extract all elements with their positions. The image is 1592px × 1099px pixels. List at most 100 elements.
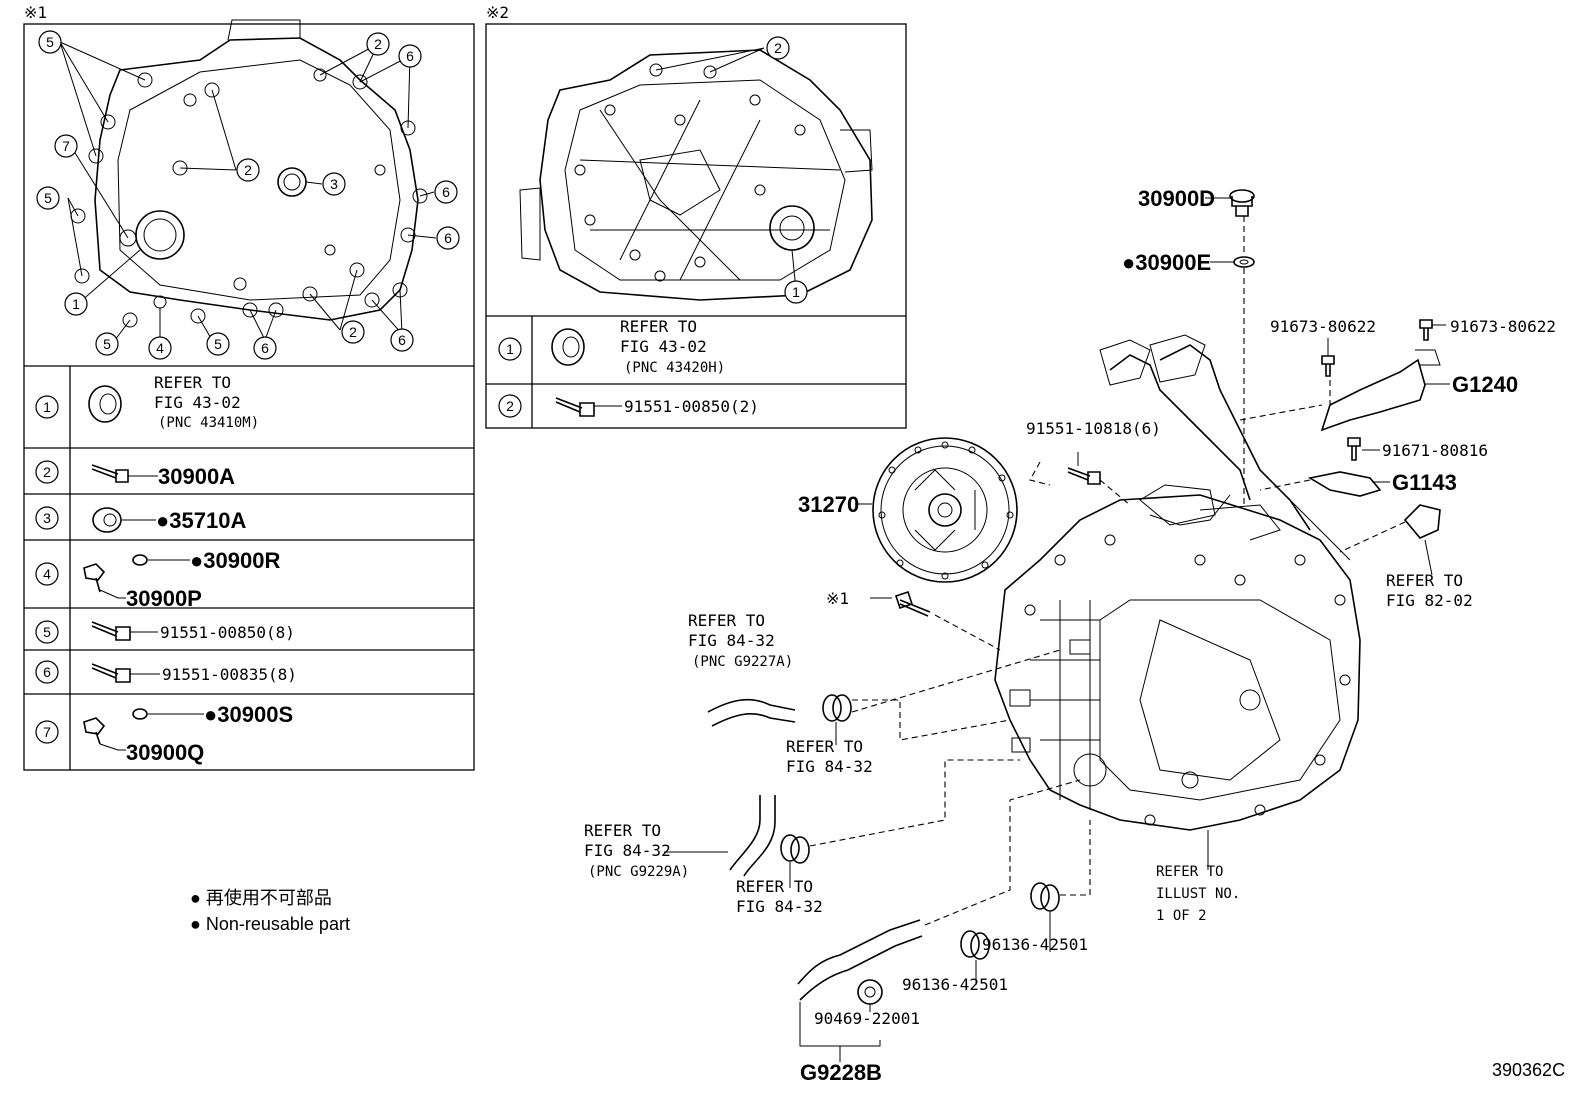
svg-text:REFER TO: REFER TO — [584, 821, 661, 840]
sensor-fig82 — [1403, 504, 1441, 576]
svg-text:FIG 43-02: FIG 43-02 — [154, 393, 241, 412]
bracket-G1143 — [1307, 471, 1390, 497]
svg-text:4: 4 — [156, 340, 164, 356]
svg-text:5: 5 — [44, 190, 52, 206]
svg-text:●30900E: ●30900E — [1122, 250, 1211, 275]
svg-text:3: 3 — [330, 176, 338, 192]
svg-text:5: 5 — [46, 34, 54, 50]
svg-text:REFER TO: REFER TO — [786, 737, 863, 756]
left-parts-table: 1 REFER TO FIG 43-02 (PNC 43410M) 2 3090… — [35, 373, 297, 765]
svg-text:FIG 43-02: FIG 43-02 — [620, 337, 707, 356]
svg-text:6: 6 — [398, 332, 406, 348]
svg-text:2: 2 — [349, 324, 357, 340]
svg-text:91671-80816: 91671-80816 — [1382, 441, 1488, 460]
clamp-96136b — [960, 930, 990, 985]
bolt-mark1 — [870, 590, 931, 617]
svg-text:REFER TO: REFER TO — [688, 611, 765, 630]
svg-text:(PNC G9227A): (PNC G9227A) — [692, 654, 793, 670]
drain-plug-30900D — [1205, 189, 1255, 217]
svg-text:96136-42501: 96136-42501 — [902, 975, 1008, 994]
clamp-upper — [822, 694, 852, 745]
svg-text:2: 2 — [774, 40, 782, 56]
right-frame — [485, 23, 907, 429]
svg-text:1: 1 — [792, 284, 800, 300]
svg-text:REFER TO: REFER TO — [1156, 864, 1223, 880]
svg-text:6: 6 — [43, 664, 51, 680]
transaxle-assembly-illustration — [994, 334, 1361, 831]
right-frame-mark: ※2 — [486, 3, 509, 22]
left-frame — [23, 23, 475, 771]
hose-lower — [797, 919, 923, 1001]
svg-text:3: 3 — [43, 510, 51, 526]
svg-text:G1240: G1240 — [1452, 372, 1518, 397]
hose-upper — [707, 698, 796, 727]
svg-text:●35710A: ●35710A — [156, 508, 246, 533]
svg-text:6: 6 — [406, 48, 414, 64]
bolt-91671 — [1347, 437, 1380, 461]
legend: ● 再使用不可部品 ● Non-reusable part — [190, 888, 350, 934]
transaxle-housing-right-illustration — [519, 47, 873, 301]
svg-text:2: 2 — [244, 162, 252, 178]
svg-text:91551-00850(8): 91551-00850(8) — [160, 623, 295, 642]
svg-text:REFER TO: REFER TO — [1386, 571, 1463, 590]
transaxle-housing-left-illustration — [59, 19, 437, 341]
svg-text:※1: ※1 — [826, 589, 849, 608]
svg-text:31270: 31270 — [798, 492, 859, 517]
svg-text:●30900S: ●30900S — [204, 702, 293, 727]
svg-text:96136-42501: 96136-42501 — [982, 935, 1088, 954]
svg-text:1 OF 2: 1 OF 2 — [1156, 908, 1207, 924]
clamp-96136a — [1030, 882, 1060, 952]
svg-text:30900Q: 30900Q — [126, 740, 204, 765]
main-part-labels: 30900D ●30900E 91673-80622 91673-80622 G… — [584, 186, 1556, 1085]
svg-text:91551-00850(2): 91551-00850(2) — [624, 397, 759, 416]
svg-text:5: 5 — [43, 624, 51, 640]
svg-text:1: 1 — [72, 296, 80, 312]
svg-text:FIG 84-32: FIG 84-32 — [688, 631, 775, 650]
svg-text:7: 7 — [43, 724, 51, 740]
clutch-disc-31270 — [855, 437, 1018, 583]
bolt-91673a — [1321, 338, 1335, 377]
left-frame-mark: ※1 — [24, 3, 47, 22]
svg-text:FIG 84-32: FIG 84-32 — [736, 897, 823, 916]
hose-middle — [729, 795, 776, 877]
svg-text:(PNC 43410M): (PNC 43410M) — [158, 415, 259, 431]
right-parts-table: 1 REFER TO FIG 43-02 (PNC 43420H) 2 9155… — [498, 317, 759, 418]
right-callouts: 2 1 — [766, 36, 808, 304]
diagram-code: 390362C — [1492, 1060, 1565, 1080]
legend-jp: ● 再使用不可部品 — [190, 888, 332, 908]
svg-text:91551-00835(8): 91551-00835(8) — [162, 665, 297, 684]
bracket-G9228B — [799, 1002, 881, 1062]
bolt-91673b — [1419, 319, 1446, 341]
svg-text:1: 1 — [43, 399, 51, 415]
svg-text:6: 6 — [444, 230, 452, 246]
svg-text:91673-80622: 91673-80622 — [1270, 317, 1376, 336]
svg-text:6: 6 — [261, 340, 269, 356]
svg-text:REFER TO: REFER TO — [620, 317, 697, 336]
svg-text:90469-22001: 90469-22001 — [814, 1009, 920, 1028]
svg-text:30900A: 30900A — [158, 464, 235, 489]
svg-text:91673-80622: 91673-80622 — [1450, 317, 1556, 336]
svg-text:REFER TO: REFER TO — [736, 877, 813, 896]
svg-text:2: 2 — [506, 398, 514, 414]
svg-text:7: 7 — [62, 138, 70, 154]
svg-text:30900P: 30900P — [126, 586, 202, 611]
svg-text:91551-10818(6): 91551-10818(6) — [1026, 419, 1161, 438]
left-callouts: 5 2 6 7 2 3 5 6 6 1 5 4 5 6 2 6 — [36, 30, 460, 360]
svg-text:2: 2 — [43, 464, 51, 480]
svg-text:ILLUST NO.: ILLUST NO. — [1156, 886, 1240, 902]
clamp-middle — [780, 834, 810, 888]
svg-text:REFER TO: REFER TO — [154, 373, 231, 392]
svg-text:(PNC G9229A): (PNC G9229A) — [588, 864, 689, 880]
gasket-30900E — [1210, 256, 1255, 268]
svg-text:6: 6 — [442, 184, 450, 200]
svg-text:(PNC 43420H): (PNC 43420H) — [624, 360, 725, 376]
legend-en: ● Non-reusable part — [190, 914, 350, 934]
svg-text:G1143: G1143 — [1392, 470, 1457, 495]
bracket-G1240 — [1320, 349, 1450, 432]
svg-text:●30900R: ●30900R — [190, 548, 280, 573]
svg-text:4: 4 — [43, 566, 51, 582]
svg-text:5: 5 — [214, 336, 222, 352]
bolt-91551-10818 — [1067, 452, 1101, 485]
svg-text:FIG 82-02: FIG 82-02 — [1386, 591, 1473, 610]
clip-90469 — [857, 979, 883, 1012]
